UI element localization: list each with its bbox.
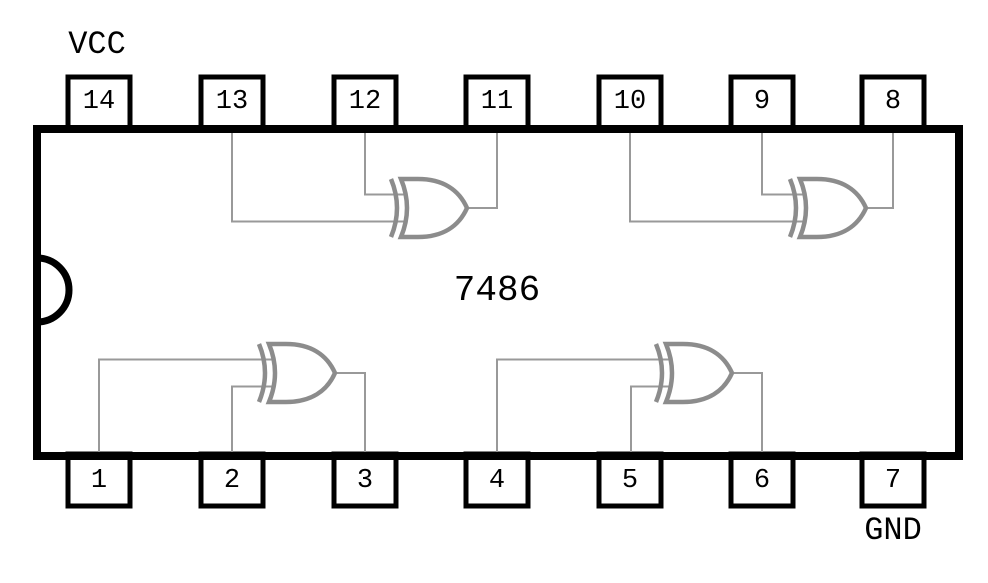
xor-body [662,341,735,405]
wire-pin11 [466,129,498,209]
chip-title: 7486 [453,269,541,311]
pin-label-2: 2 [223,466,241,496]
pin-label-10: 10 [613,87,647,117]
xor-input-arc [787,178,799,238]
pin-box-4 [463,451,531,509]
wire-pin4 [496,358,677,456]
pin-label-12: 12 [348,87,382,117]
orientation-notch [36,254,73,326]
pin-box-11 [463,74,531,132]
wire-pin13 [231,129,410,223]
pin-label-13: 13 [215,87,249,117]
xor-input-arc [256,343,268,403]
pin-box-2 [198,451,266,509]
xor-input-arc [388,178,400,238]
pin-label-8: 8 [884,87,902,117]
gnd-label: GND [864,511,922,549]
xor-body [265,341,338,405]
vcc-label: VCC [68,25,126,63]
xor-gate-a [256,341,338,405]
pin-box-1 [65,451,133,509]
pin-label-1: 1 [90,466,108,496]
wire-pin8 [864,129,894,209]
chip-body-group [33,125,963,460]
gate-wires [98,129,894,456]
pin-label-9: 9 [753,87,771,117]
pin-label-4: 4 [488,466,506,496]
xor-body [796,176,869,240]
wire-pin10 [629,129,809,223]
pin-label-5: 5 [621,466,639,496]
pin-box-9 [728,74,796,132]
xor-gate-d [388,176,470,240]
pin-box-6 [728,451,796,509]
xor-body [397,176,470,240]
pin-label-3: 3 [356,466,374,496]
xor-input-arc [653,343,665,403]
wire-pin1 [98,358,280,456]
xor-gates [256,176,869,405]
pin-label-14: 14 [82,87,116,117]
wire-pin3 [335,372,366,456]
xor-gate-b [653,341,735,405]
pin-label-11: 11 [480,87,514,117]
chip-body [33,125,963,460]
pin-box-5 [596,451,664,509]
wire-pin6 [732,372,763,456]
pin-label-6: 6 [753,466,771,496]
xor-gate-c [787,176,869,240]
pin-label-7: 7 [884,466,902,496]
